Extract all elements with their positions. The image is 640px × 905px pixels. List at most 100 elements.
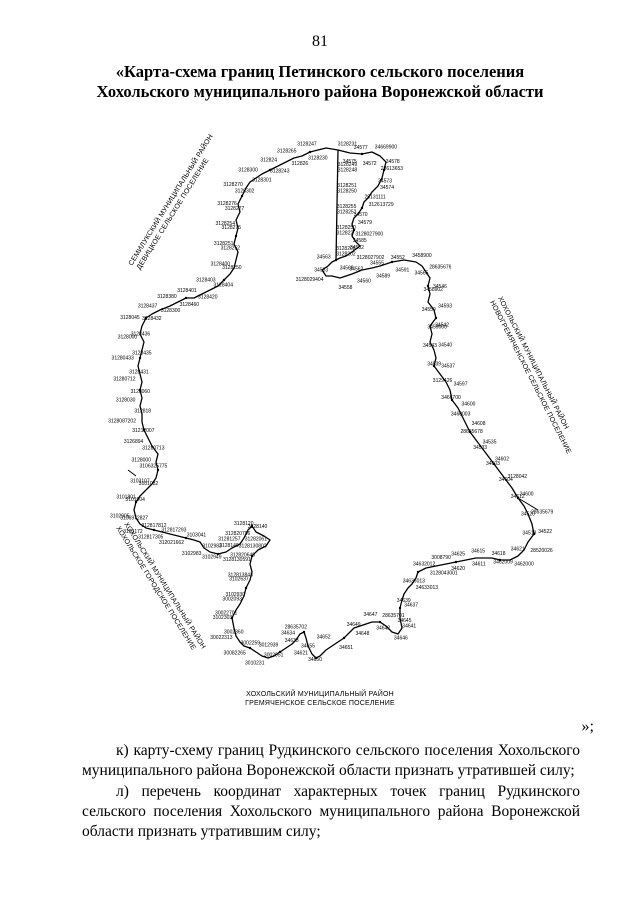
point-label: 34652 [317,635,331,641]
point-label: 3103172 [123,529,143,535]
point-label: 34645 [398,618,412,624]
point-label: 34582 [350,245,364,251]
point-label: 3106972827 [120,516,148,522]
point-label: 3128437 [138,303,158,309]
point-label: 34597 [454,382,468,388]
point-label: 34591 [395,268,409,274]
point-label: 3129426 [433,378,453,384]
point-label: 34633 [285,638,299,644]
point-label: 3128140 [248,524,268,530]
point-label: 34546 [433,284,447,290]
point-label: 31281257 [218,537,240,543]
point-label: 34570 [354,212,368,218]
boundary-tail [127,469,137,477]
point-label: 34535 [483,439,497,445]
point-label: 3128030 [116,397,136,403]
point-label: 312813843 [228,572,253,578]
point-label: 3128403 [196,277,216,283]
point-label: 3128265 [277,149,297,155]
point-label: 3128302 [235,188,255,194]
point-label: 28131111 [365,195,386,201]
point-label: 312021662 [159,540,184,546]
point-label: 3128301 [252,178,272,184]
point-label: 34621 [511,547,525,553]
point-label: 312818 [134,409,151,415]
point-label: 34620 [451,566,465,572]
point-label: 34649 [347,622,361,628]
point-label: 3128130591 [223,557,251,563]
point-label: 3128045 [120,315,140,321]
point-label: 34574 [380,185,394,191]
point-label: 3002093 [222,596,242,602]
point-label: 3101904 [125,497,145,503]
point-label: 3128300 [161,308,181,314]
point-label: 34602 [495,457,509,463]
point-label: 34642 [376,625,390,631]
point-label: 3102930 [226,592,246,598]
point-label: 34603 [486,461,500,467]
point-label: 3128420 [198,294,218,300]
point-label: 34578 [386,159,400,165]
point-label: 3128247 [297,142,317,148]
boundary-map-svg: 3457534577345723466990028613653345783457… [108,132,572,707]
point-label: 3002259 [241,641,261,647]
point-label: 3128087202 [108,419,136,425]
point-label: 3128460 [180,302,200,308]
point-label: 34562 [349,267,363,273]
point-label: 3106325775 [139,464,167,470]
point-label: 3002051 [264,652,284,658]
point-label: 34565 [415,271,429,277]
point-label: 34520 [521,512,535,518]
point-label: 28635678 [461,429,483,435]
point-label: 3128043001 [430,571,458,577]
point-label: 3128431 [129,370,149,376]
page-number: 81 [312,33,328,50]
point-label: 34650 [308,657,322,663]
point-label: 34577 [354,145,368,151]
point-label: 31280713 [142,445,164,451]
point-label: 34589 [376,273,390,279]
point-label: 3128404 [214,283,234,289]
point-label: 3458900 [412,253,432,259]
point-label: 3128130802 [239,544,267,550]
point-label: 34540 [438,343,452,349]
point-label: 3128400 [211,261,231,267]
point-label: 34637 [404,603,418,609]
point-label: 34611 [472,562,486,568]
point-label: 3128252 [221,245,241,251]
point-label: 34568 [340,266,354,272]
point-label: 3128251 [214,241,234,247]
point-label: 34593 [438,303,452,309]
point-label: 34579 [358,220,372,226]
point-label: 34585 [353,238,367,244]
point-label: 3102303 [213,615,233,621]
quote-end: »; [581,718,594,735]
point-label: 34633013 [416,585,438,591]
point-label: 3128276 [217,201,237,207]
point-label: 3128251 [337,183,357,189]
point-label: 34641 [402,624,416,630]
point-label: 3008790 [431,555,451,561]
point-label: 34636013 [403,578,425,584]
point-label: 34648 [356,631,370,637]
point-label: 312613729 [369,202,394,208]
point-label: 34572 [363,161,377,167]
point-label: 34647 [364,612,378,618]
point-label: 3458902 [424,287,444,293]
point-label: 31212007 [132,428,154,434]
point-label: 30082265 [224,650,246,656]
point-label: 3460003 [451,412,471,418]
point-label: 34634 [281,631,295,637]
point-label: 3012939 [259,643,279,649]
point-label: 34542 [435,322,449,328]
point-label: 34612 [511,494,525,500]
boundary-vertex-markers [134,150,536,660]
point-label: 34600 [462,402,476,408]
point-label: 312817293 [161,528,186,534]
point-label: 3102983 [182,551,202,557]
point-label: 3128275 [222,225,242,231]
map-label-south-2: ГРЕМЯЧЕНСКОЕ СЕЛЬСКОЕ ПОСЕЛЕНИЕ [245,700,395,707]
point-label: 3128249 [338,162,358,168]
point-label: 3128254 [216,221,236,227]
